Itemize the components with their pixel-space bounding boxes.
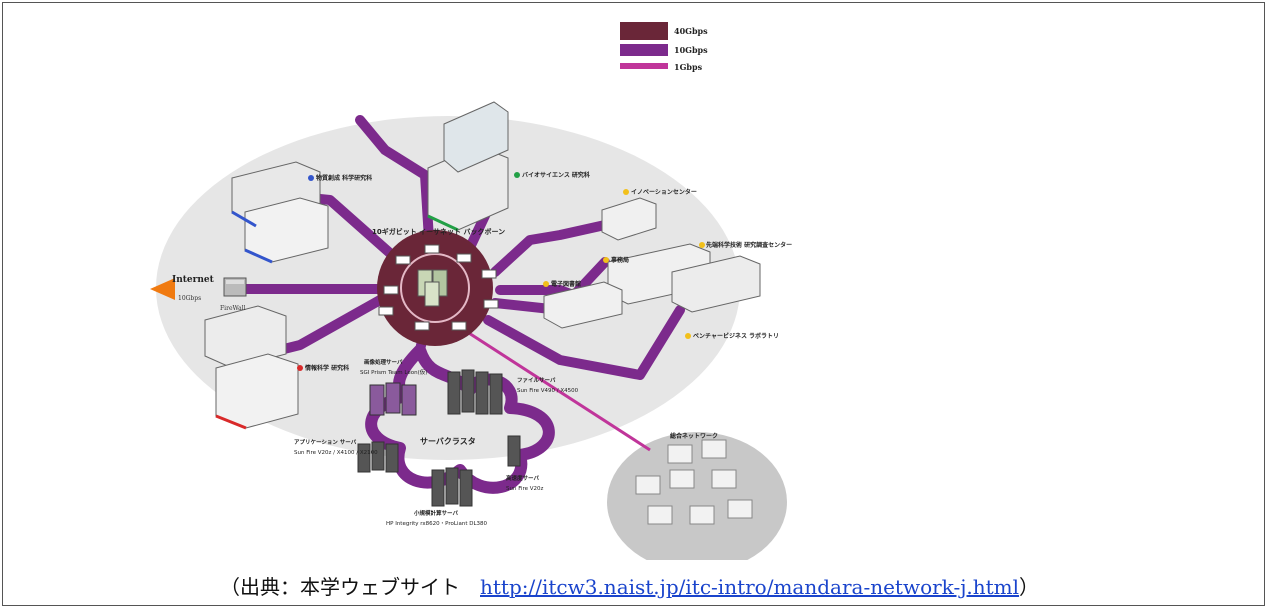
server-smallcalc-spec: HP Integrity rx8620・ProLiant DL380	[386, 521, 488, 527]
node-info: 情報科学 研究科	[305, 364, 349, 372]
server-file-name: ファイルサーバ	[517, 377, 556, 384]
server-file-spec: Sun Fire V490 / X4500	[517, 388, 579, 394]
legend-label-10gbps: 10Gbps	[674, 45, 708, 55]
dot-materials	[308, 175, 314, 181]
link-1gbps-lan	[457, 324, 651, 452]
server-racks	[357, 369, 521, 507]
dot-innovation	[623, 189, 629, 195]
node-office: 事務局	[611, 256, 629, 264]
caption-suffix: ）	[1019, 575, 1040, 599]
dot-library	[543, 281, 549, 287]
legend-swatch-1gbps	[620, 63, 668, 69]
server-cluster-label: サーバクラスタ	[420, 436, 476, 446]
building-innovation	[601, 197, 657, 241]
node-venture: ベンチャービジネス ラボラトリ	[693, 332, 779, 340]
switch-icons	[378, 244, 499, 331]
internet-speed: 10Gbps	[178, 295, 201, 302]
lan-area	[607, 432, 787, 560]
node-advanced: 先端科学技術 研究調査センター	[706, 241, 792, 249]
server-app-name: アプリケーション サーバ	[294, 438, 357, 446]
firewall-icon	[223, 277, 247, 297]
backbone-label: 10ギガビット イーサネット バックボーン	[372, 227, 505, 236]
building-library	[543, 281, 623, 329]
server-image-spec: SGI Prism Team Leon(仮)	[360, 368, 427, 376]
building-bio	[427, 101, 509, 232]
dot-bio	[514, 172, 520, 178]
legend-swatch-10gbps	[620, 44, 668, 56]
firewall-label: FireWall	[220, 305, 246, 312]
campus-network-diagram: 40Gbps 10Gbps 1Gbps Internet 10Gbps Fire…	[150, 22, 792, 560]
building-materials	[231, 161, 329, 264]
node-lan: 総合ネットワーク	[670, 432, 718, 440]
dot-venture	[685, 333, 691, 339]
source-link[interactable]: http://itcw3.naist.jp/itc-intro/mandara-…	[480, 575, 1020, 599]
node-library: 電子図書館	[551, 280, 581, 288]
building-info	[204, 305, 299, 430]
dot-advanced	[699, 242, 705, 248]
legend-label-40gbps: 40Gbps	[674, 26, 708, 36]
core-switch-icon	[417, 269, 448, 307]
server-app-spec: Sun Fire V20z / X4100 / X2100	[294, 450, 378, 456]
building-office-advanced	[607, 243, 761, 313]
source-caption: （出典：本学ウェブサイト http://itcw3.naist.jp/itc-i…	[220, 571, 1039, 600]
server-highspeed-name: 高速度サーバ	[506, 474, 539, 482]
internet-label: Internet	[172, 275, 215, 285]
server-image-name: 画像処理サーバ	[364, 358, 403, 366]
server-smallcalc-name: 小規模計算サーバ	[414, 509, 458, 517]
node-innovation: イノベーションセンター	[631, 188, 697, 196]
node-bio: バイオサイエンス 研究科	[522, 171, 590, 179]
legend-swatch-40gbps	[620, 22, 668, 40]
node-materials: 物質創成 科学研究科	[316, 174, 372, 182]
lan-clients	[635, 439, 753, 525]
internet-arrowhead	[150, 278, 175, 300]
caption-prefix: （出典：本学ウェブサイト	[220, 575, 480, 599]
dot-info	[297, 365, 303, 371]
server-highspeed-spec: Sun Fire V20z	[506, 486, 544, 492]
backbone-ring-inner	[400, 253, 470, 323]
legend-label-1gbps: 1Gbps	[674, 62, 703, 72]
dot-office	[603, 257, 609, 263]
